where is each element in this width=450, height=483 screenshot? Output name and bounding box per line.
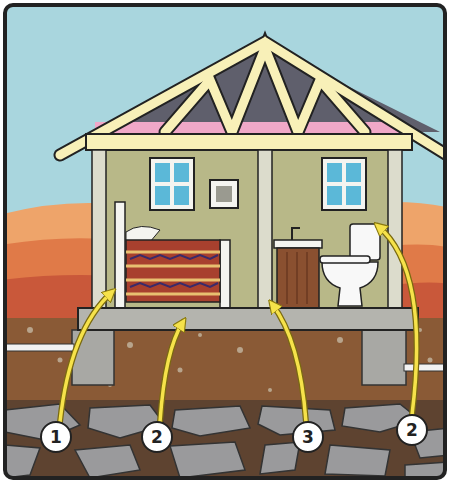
bed xyxy=(115,202,230,308)
toilet xyxy=(320,224,380,306)
callout-number: 2 xyxy=(397,415,427,445)
pipe xyxy=(5,344,74,351)
window xyxy=(322,158,366,210)
callout-number: 1 xyxy=(41,422,71,452)
callout-number: 3 xyxy=(293,422,323,452)
wall-stud xyxy=(92,150,106,310)
floor-slab xyxy=(78,308,418,330)
footing xyxy=(362,330,406,385)
sink-cabinet xyxy=(274,228,322,308)
ceiling-beam xyxy=(86,134,412,150)
wall-stud xyxy=(258,150,272,310)
sky xyxy=(5,5,445,478)
pipe xyxy=(404,364,445,371)
leader-arrow xyxy=(60,226,417,422)
wall xyxy=(95,150,400,310)
frame-border xyxy=(5,5,445,478)
picture-frame xyxy=(210,180,238,208)
stones xyxy=(5,404,445,478)
roof-truss xyxy=(60,42,445,155)
bedrock xyxy=(5,400,445,478)
soil-pebbles xyxy=(27,327,433,392)
callout-number: 2 xyxy=(142,422,172,452)
callout-circle xyxy=(41,415,427,452)
wall-stud xyxy=(388,150,402,310)
window xyxy=(150,158,194,210)
